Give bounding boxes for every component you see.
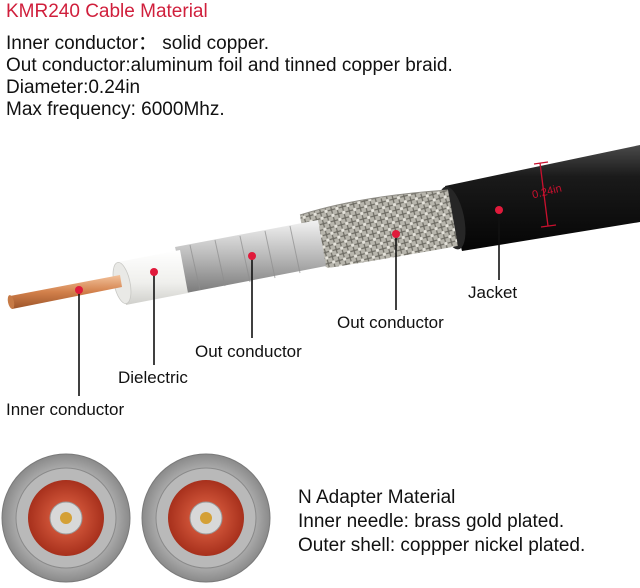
n-connector-right [141, 453, 271, 583]
diameter-marker [533, 161, 557, 228]
callout-foil [248, 252, 256, 338]
n-connector-left [1, 453, 131, 583]
spec-diameter: Diameter:0.24in [6, 77, 141, 98]
dielectric-layer [112, 250, 188, 305]
spec-out-conductor: Out conductor:aluminum foil and tinned c… [6, 55, 453, 76]
callout-jacket [495, 206, 503, 280]
callout-braid [392, 230, 400, 310]
adapter-inner-needle: Inner needle: brass gold plated. [298, 511, 565, 532]
cable-title: KMR240 Cable Material [6, 1, 208, 22]
label-out-conductor-braid: Out conductor [337, 313, 444, 332]
spec-max-frequency: Max frequency: 6000Mhz. [6, 99, 225, 120]
braid-shield [299, 189, 458, 268]
callout-dielectric [150, 268, 158, 365]
copper-conductor [7, 275, 122, 309]
label-inner-conductor: Inner conductor [6, 400, 125, 419]
spec-inner-conductor: Inner conductor： solid copper. [6, 33, 269, 54]
label-jacket: Jacket [468, 283, 518, 302]
label-out-conductor-foil: Out conductor [195, 342, 302, 361]
callout-inner [75, 286, 83, 396]
adapter-title: N Adapter Material [298, 487, 456, 508]
adapter-outer-shell: Outer shell: coppper nickel plated. [298, 535, 586, 556]
label-dielectric: Dielectric [118, 368, 188, 387]
